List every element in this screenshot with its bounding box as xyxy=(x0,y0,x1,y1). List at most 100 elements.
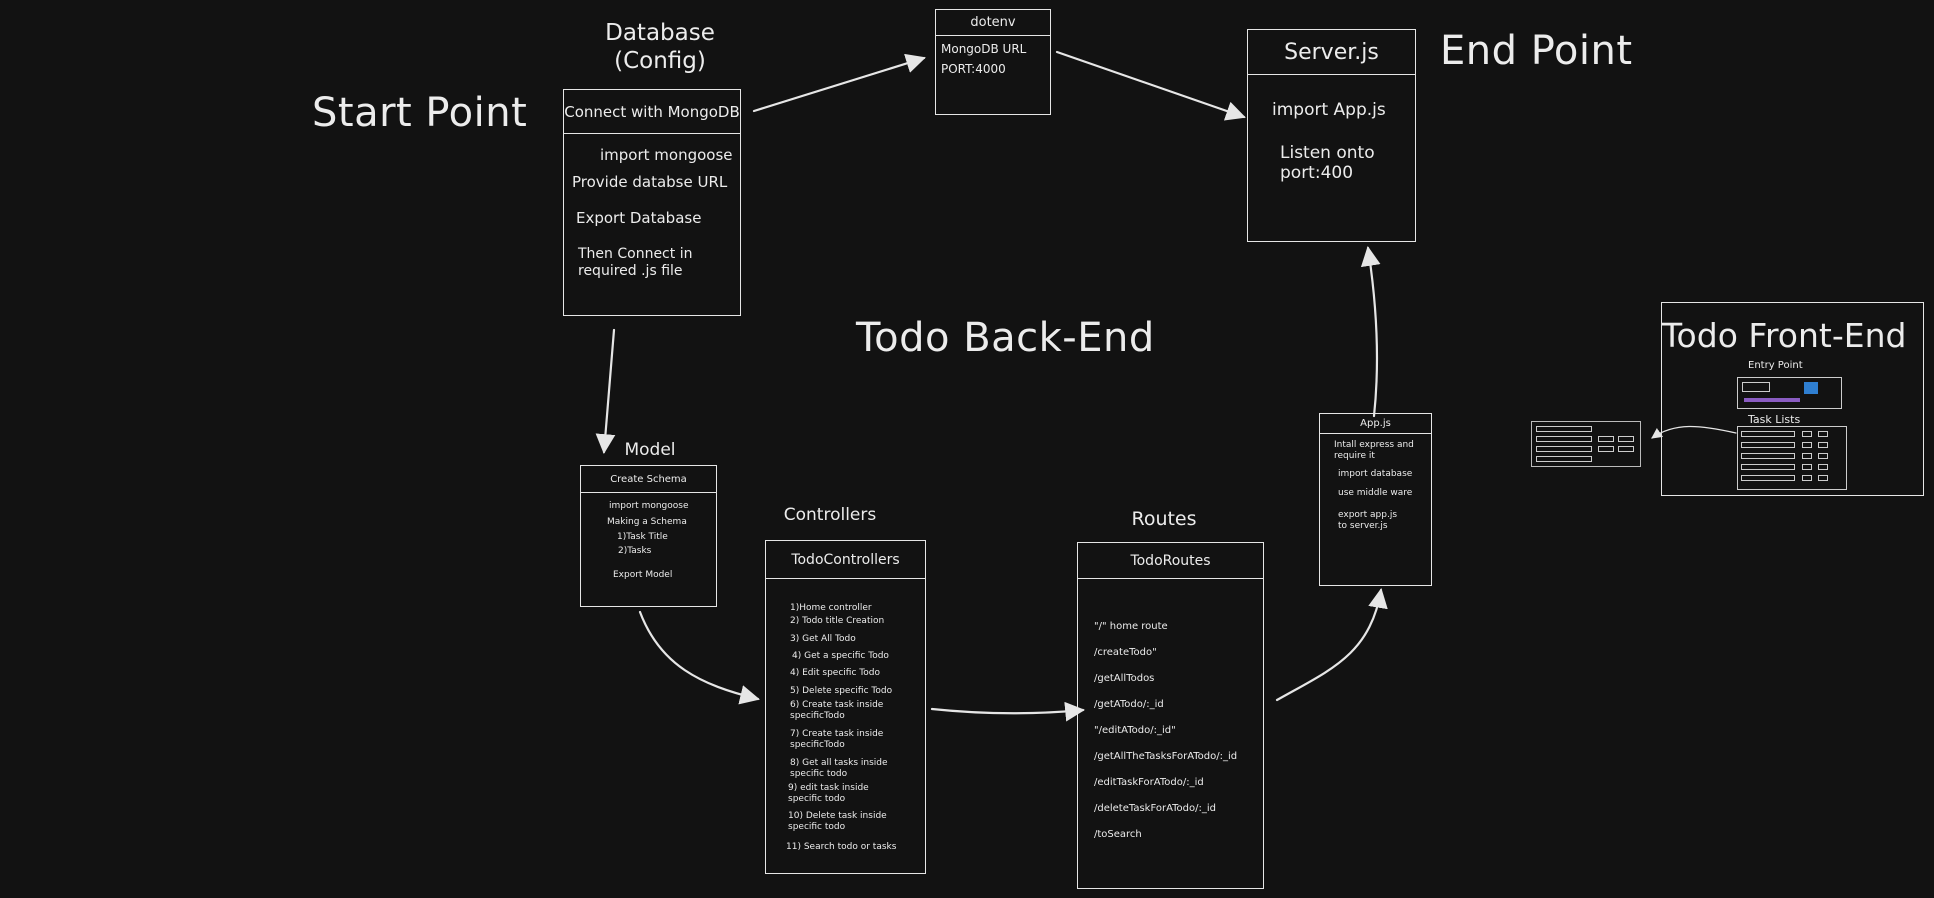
thumbnail-purple-block xyxy=(1744,398,1800,402)
server-header: Server.js xyxy=(1248,30,1415,75)
thumbnail-row xyxy=(1741,442,1795,448)
route-item: /getATodo/:_id xyxy=(1094,699,1164,710)
routes-label: Routes xyxy=(1131,508,1197,530)
controller-item: 8) Get all tasks inside specific todo xyxy=(790,758,888,779)
thumbnail-btn xyxy=(1802,431,1812,437)
app-item: Intall express and require it xyxy=(1334,440,1414,461)
frontend-title: Todo Front-End xyxy=(1662,316,1907,355)
entry-point-thumbnail xyxy=(1737,377,1842,409)
model-box[interactable]: Create Schema import mongoose Making a S… xyxy=(580,465,717,607)
database-header: Connect with MongoDB xyxy=(564,90,740,134)
controllers-label: Controllers xyxy=(783,505,877,525)
server-item: Listen onto port:400 xyxy=(1280,143,1375,184)
route-item: "/" home route xyxy=(1094,621,1168,632)
thumbnail-row xyxy=(1741,464,1795,470)
controller-item: 9) edit task inside specific todo xyxy=(788,783,869,804)
backend-title: Todo Back-End xyxy=(856,315,1155,361)
arrow-controllers-to-routes xyxy=(930,701,1085,722)
model-label: Model xyxy=(624,440,676,460)
model-item: Making a Schema xyxy=(607,517,687,527)
thumbnail-btn xyxy=(1818,453,1828,459)
app-header: App.js xyxy=(1320,414,1431,434)
arrow-app-to-server xyxy=(1360,246,1381,418)
arrow-model-to-controllers xyxy=(638,610,760,705)
thumbnail-btn xyxy=(1802,453,1812,459)
server-item: import App.js xyxy=(1272,100,1386,120)
dotenv-header: dotenv xyxy=(936,10,1050,36)
model-item: import mongoose xyxy=(609,501,689,511)
app-item: use middle ware xyxy=(1338,488,1413,498)
controller-item: 6) Create task inside specificTodo xyxy=(790,700,884,721)
dotenv-box[interactable]: dotenv MongoDB URL PORT:4000 xyxy=(935,9,1051,115)
thumbnail-row xyxy=(1536,426,1592,432)
controller-item: 1)Home controller xyxy=(790,603,872,613)
controller-item: 5) Delete specific Todo xyxy=(790,686,893,696)
routes-header: TodoRoutes xyxy=(1078,543,1263,579)
start-point-title: Start Point xyxy=(312,90,528,136)
task-lists-thumbnail xyxy=(1737,426,1847,490)
thumbnail-btn xyxy=(1618,436,1634,442)
frontend-box[interactable]: Entry Point Task Lists xyxy=(1661,302,1924,496)
thumbnail-card xyxy=(1742,382,1770,392)
controller-item: 4) Get a specific Todo xyxy=(792,651,889,661)
arrow-routes-to-app xyxy=(1275,588,1388,702)
thumbnail-row xyxy=(1536,436,1592,442)
thumbnail-btn xyxy=(1818,431,1828,437)
arrow-database-to-dotenv xyxy=(752,53,926,113)
model-item: 1)Task Title xyxy=(617,532,668,542)
edit-screen-thumbnail xyxy=(1531,421,1641,467)
arrow-database-to-model xyxy=(595,328,616,454)
task-lists-label: Task Lists xyxy=(1748,413,1801,426)
controller-item: 2) Todo title Creation xyxy=(790,616,885,626)
controller-item: 11) Search todo or tasks xyxy=(786,842,897,852)
app-item: import database xyxy=(1338,469,1413,479)
arrow-dotenv-to-server xyxy=(1055,50,1246,121)
route-item: /toSearch xyxy=(1094,829,1142,840)
route-item: /editTaskForATodo/:_id xyxy=(1094,777,1204,788)
database-item: Export Database xyxy=(576,209,702,227)
route-item: /getAllTodos xyxy=(1094,673,1155,684)
model-header: Create Schema xyxy=(581,466,716,493)
controller-item: 10) Delete task inside specific todo xyxy=(788,811,887,832)
controller-item: 3) Get All Todo xyxy=(790,634,856,644)
dotenv-item: PORT:4000 xyxy=(941,62,1006,76)
route-item: "/editATodo/:_id" xyxy=(1094,725,1176,736)
controllers-box[interactable]: TodoControllers 1)Home controller 2) Tod… xyxy=(765,540,926,874)
controller-item: 4) Edit specific Todo xyxy=(790,668,880,678)
entry-point-label: Entry Point xyxy=(1748,360,1803,371)
thumbnail-btn xyxy=(1802,475,1812,481)
thumbnail-btn xyxy=(1818,464,1828,470)
database-item: import mongoose xyxy=(600,146,733,164)
model-item: Export Model xyxy=(613,570,673,580)
server-box[interactable]: Server.js import App.js Listen onto port… xyxy=(1247,29,1416,242)
database-item: Provide databse URL xyxy=(572,173,728,191)
thumbnail-btn xyxy=(1818,475,1828,481)
route-item: /createTodo" xyxy=(1094,647,1157,658)
app-item: export app.js to server.js xyxy=(1338,510,1398,531)
dotenv-item: MongoDB URL xyxy=(941,42,1027,56)
route-item: /deleteTaskForATodo/:_id xyxy=(1094,803,1217,814)
thumbnail-row xyxy=(1741,475,1795,481)
thumbnail-btn xyxy=(1598,436,1614,442)
thumbnail-btn xyxy=(1802,442,1812,448)
end-point-title: End Point xyxy=(1440,28,1633,74)
database-label: Database (Config) xyxy=(605,20,715,74)
routes-box[interactable]: TodoRoutes "/" home route /createTodo" /… xyxy=(1077,542,1264,889)
thumbnail-btn xyxy=(1598,446,1614,452)
database-box[interactable]: Connect with MongoDB import mongoose Pro… xyxy=(563,89,741,316)
thumbnail-btn xyxy=(1802,464,1812,470)
thumbnail-blue-block xyxy=(1804,382,1818,394)
route-item: /getAllTheTasksForATodo/:_id xyxy=(1094,751,1238,762)
model-item: 2)Tasks xyxy=(618,546,652,556)
controllers-header: TodoControllers xyxy=(766,541,925,579)
database-item: Then Connect in required .js file xyxy=(578,246,693,279)
controller-item: 7) Create task inside specificTodo xyxy=(790,729,884,750)
thumbnail-row xyxy=(1741,431,1795,437)
thumbnail-btn xyxy=(1818,442,1828,448)
thumbnail-row xyxy=(1741,453,1795,459)
app-box[interactable]: App.js Intall express and require it imp… xyxy=(1319,413,1432,586)
thumbnail-row xyxy=(1536,446,1592,452)
thumbnail-btn xyxy=(1618,446,1634,452)
thumbnail-row xyxy=(1536,456,1592,462)
